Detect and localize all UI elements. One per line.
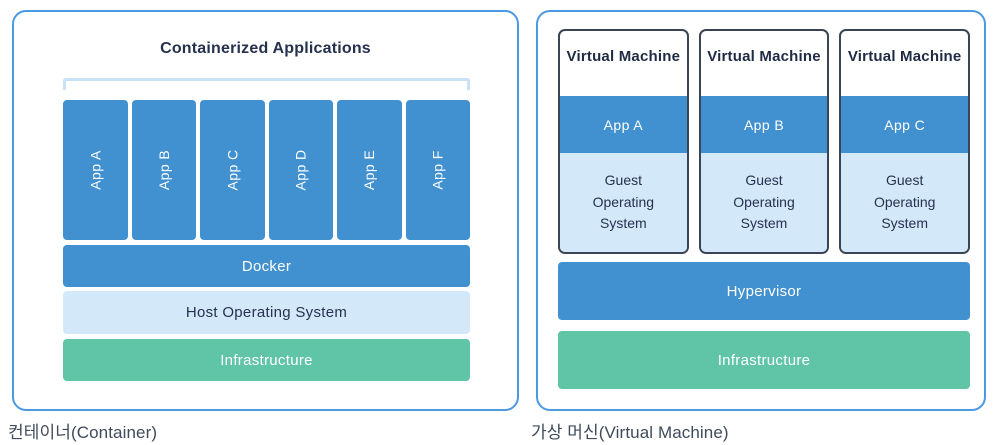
app-column-label: App B — [155, 149, 172, 191]
app-column-a: App A — [63, 100, 128, 240]
infrastructure-layer: Infrastructure — [63, 339, 470, 381]
container-caption: 컨테이너(Container) — [8, 423, 158, 442]
app-column-label: App A — [87, 150, 104, 190]
vm-app-band: App A — [560, 96, 687, 153]
infrastructure-layer: Infrastructure — [558, 331, 970, 389]
vm-card-2: Virtual Machine App B Guest Operating Sy… — [698, 29, 830, 254]
vm-app-band: App B — [700, 96, 828, 153]
guest-os-section: Guest Operating System — [700, 153, 828, 252]
vm-title: Virtual Machine — [566, 48, 681, 65]
app-column-d: App D — [268, 100, 333, 240]
app-column-label: App E — [361, 149, 378, 191]
app-column-label: App C — [224, 149, 241, 191]
container-panel: Containerized Applications App A App B A… — [12, 10, 519, 411]
vm-card-1: Virtual Machine App A Guest Operating Sy… — [558, 29, 689, 254]
vm-cards-row: Virtual Machine App A Guest Operating Sy… — [558, 29, 971, 254]
vm-panel: Virtual Machine App A Guest Operating Sy… — [536, 10, 986, 411]
apps-bracket — [63, 78, 470, 90]
app-column-e: App E — [337, 100, 402, 240]
app-column-label: App D — [292, 149, 309, 191]
app-column-c: App C — [200, 100, 265, 240]
guest-os-section: Guest Operating System — [841, 153, 969, 252]
app-column-f: App F — [405, 100, 470, 240]
vm-card-3: Virtual Machine App C Guest Operating Sy… — [839, 29, 971, 254]
vm-app-band: App C — [841, 96, 969, 153]
hypervisor-layer: Hypervisor — [558, 262, 970, 320]
app-column-b: App B — [131, 100, 196, 240]
docker-layer: Docker — [63, 245, 470, 287]
vm-caption: 가상 머신(Virtual Machine) — [531, 423, 729, 442]
app-column-label: App F — [429, 150, 446, 190]
vm-title: Virtual Machine — [707, 48, 821, 65]
guest-os-section: Guest Operating System — [560, 153, 687, 252]
host-os-layer: Host Operating System — [63, 291, 470, 334]
containerized-apps-row: App A App B App C App D App E App F — [63, 100, 470, 240]
container-panel-title: Containerized Applications — [160, 40, 371, 57]
vm-title: Virtual Machine — [847, 48, 962, 65]
